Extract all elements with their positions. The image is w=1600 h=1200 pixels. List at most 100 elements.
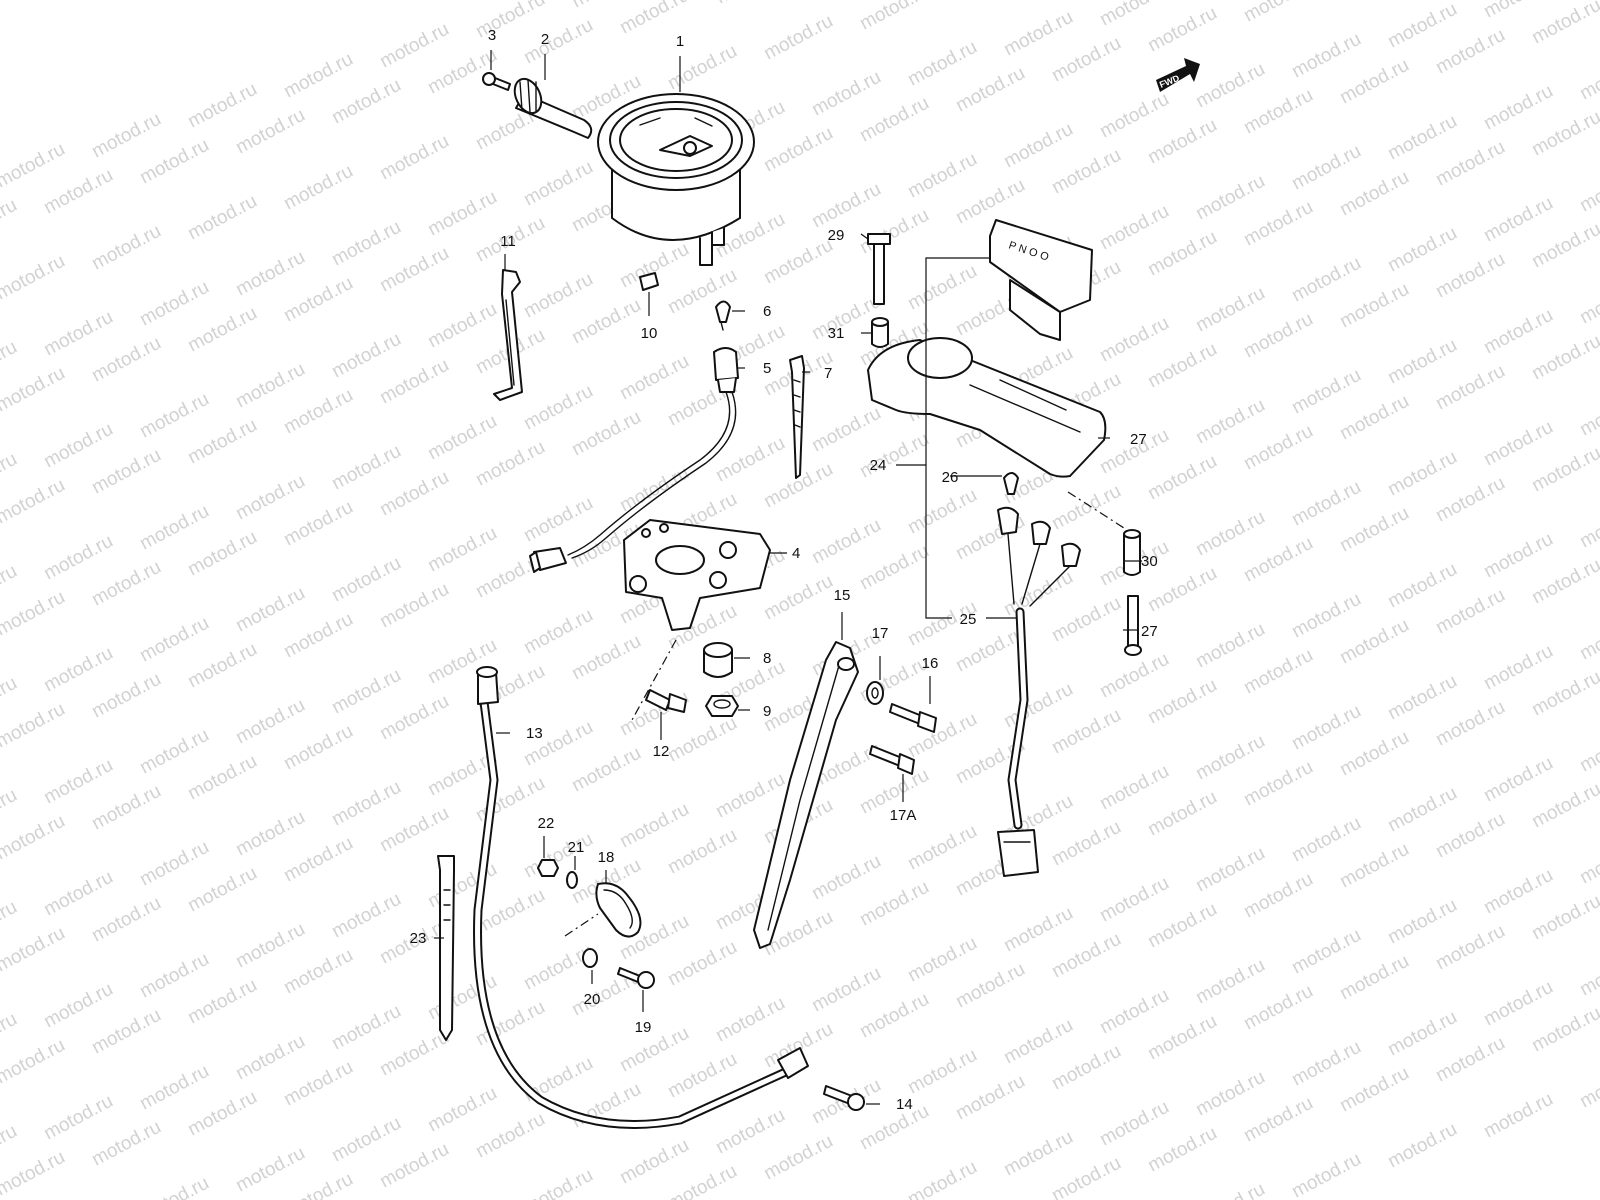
watermark-text: motod.ru [1576, 275, 1600, 329]
watermark-text: motod.ru [1384, 111, 1460, 165]
watermark-text: motod.ru [616, 1135, 692, 1189]
watermark-text: motod.ru [1288, 813, 1364, 867]
watermark-text: motod.ru [1528, 443, 1600, 497]
watermark-text: motod.ru [1336, 279, 1412, 333]
callout-21: 21 [568, 839, 585, 856]
watermark-text: motod.ru [1096, 201, 1172, 255]
nut-22-part [537, 859, 559, 877]
lamp-socket-part [529, 347, 739, 573]
callout-31: 31 [828, 325, 845, 342]
watermark-text: motod.ru [1192, 171, 1268, 225]
watermark-text: motod.ru [712, 993, 788, 1047]
callout-8: 8 [763, 650, 771, 667]
watermark-text: motod.ru [280, 161, 356, 215]
watermark-text: motod.ru [184, 79, 260, 133]
watermark-text: motod.ru [424, 299, 500, 353]
watermark-text: motod.ru [280, 945, 356, 999]
watermark-text: motod.ru [1432, 921, 1508, 975]
watermark-text: motod.ru [1192, 283, 1268, 337]
watermark-text: motod.ru [184, 191, 260, 245]
watermark-text: motod.ru [0, 1035, 69, 1089]
watermark-text: motod.ru [1048, 145, 1124, 199]
watermark-text: motod.ru [1240, 645, 1316, 699]
watermark-text: motod.ru [856, 205, 932, 259]
watermark-text: motod.ru [88, 1005, 164, 1059]
watermark-text: motod.ru [88, 669, 164, 723]
watermark-text: motod.ru [1384, 1007, 1460, 1061]
watermark-text: motod.ru [88, 333, 164, 387]
watermark-text: motod.ru [760, 11, 836, 65]
bulb-part [715, 300, 731, 331]
watermark-text: motod.ru [1528, 331, 1600, 385]
watermark-text: motod.ru [1576, 947, 1600, 1001]
watermark-text: motod.ru [904, 149, 980, 203]
watermark-text: motod.ru [376, 243, 452, 297]
watermark-text: motod.ru [1096, 873, 1172, 927]
watermark-text: motod.ru [280, 385, 356, 439]
watermark-text: motod.ru [88, 893, 164, 947]
watermark-text: motod.ru [520, 1165, 596, 1200]
watermark-text: motod.ru [424, 523, 500, 577]
watermark-text: motod.ru [1432, 697, 1508, 751]
watermark-text: motod.ru [184, 1087, 260, 1141]
watermark-text: motod.ru [520, 381, 596, 435]
strap-part [493, 269, 523, 401]
watermark-text: motod.ru [1048, 1153, 1124, 1200]
watermark-text: motod.ru [88, 109, 164, 163]
screw-29-part [867, 233, 891, 305]
watermark-text: motod.ru [40, 643, 116, 697]
watermark-text: motod.ru [1288, 477, 1364, 531]
watermark-text: motod.ru [1480, 81, 1556, 135]
watermark-text: motod.ru [1528, 219, 1600, 273]
cable-clip-part [595, 882, 642, 938]
watermark-text: motod.ru [856, 1101, 932, 1155]
watermark-text: motod.ru [1576, 499, 1600, 553]
callout-3: 3 [488, 27, 496, 44]
watermark-text: motod.ru [1336, 727, 1412, 781]
watermark-text: motod.ru [328, 329, 404, 383]
watermark-text: motod.ru [472, 0, 548, 42]
watermark-text: motod.ru [0, 363, 69, 417]
watermark-text: motod.ru [184, 527, 260, 581]
watermark-text: motod.ru [1528, 667, 1600, 721]
watermark-text: motod.ru [856, 0, 932, 34]
watermark-text: motod.ru [856, 877, 932, 931]
watermark-text: motod.ru [1432, 361, 1508, 415]
watermark-text: motod.ru [520, 493, 596, 547]
callout-19: 19 [635, 1019, 652, 1036]
watermark-text: motod.ru [88, 221, 164, 275]
watermark-text: motod.ru [424, 45, 500, 99]
watermark-text: motod.ru [1432, 473, 1508, 527]
watermark-text: motod.ru [904, 933, 980, 987]
bolt-17a-part [869, 745, 915, 775]
watermark-text: motod.ru [1480, 305, 1556, 359]
watermark-text: motod.ru [424, 1083, 500, 1137]
part-callouts: 3 2 1 11 10 6 5 7 4 8 9 12 13 14 15 17 1… [410, 27, 1158, 1113]
spacer-30-part [1123, 529, 1141, 576]
callout-12: 12 [653, 743, 670, 760]
watermark-text: motod.ru [1048, 817, 1124, 871]
watermark-text: motod.ru [136, 1061, 212, 1115]
watermark-text: motod.ru [328, 217, 404, 271]
watermark-text: motod.ru [1336, 1063, 1412, 1117]
watermark-text: motod.ru [568, 295, 644, 349]
callout-10: 10 [641, 325, 658, 342]
watermark-text: motod.ru [1048, 33, 1124, 87]
watermark-text: motod.ru [0, 449, 21, 503]
watermark-text: motod.ru [1576, 835, 1600, 889]
watermark-text: motod.ru [40, 307, 116, 361]
callout-9: 9 [763, 703, 771, 720]
watermark-text: motod.ru [712, 0, 788, 8]
watermark-text: motod.ru [1144, 1011, 1220, 1065]
watermark-text: motod.ru [136, 613, 212, 667]
watermark-text: motod.ru [1144, 339, 1220, 393]
watermark-text: motod.ru [1480, 977, 1556, 1031]
watermark-text: motod.ru [1192, 1179, 1268, 1200]
watermark-text: motod.ru [808, 67, 884, 121]
watermark-text: motod.ru [1288, 1149, 1364, 1200]
watermark-text: motod.ru [808, 179, 884, 233]
watermark-text: motod.ru [328, 75, 404, 129]
callout-5: 5 [763, 360, 771, 377]
screw-27-part [1124, 595, 1142, 656]
